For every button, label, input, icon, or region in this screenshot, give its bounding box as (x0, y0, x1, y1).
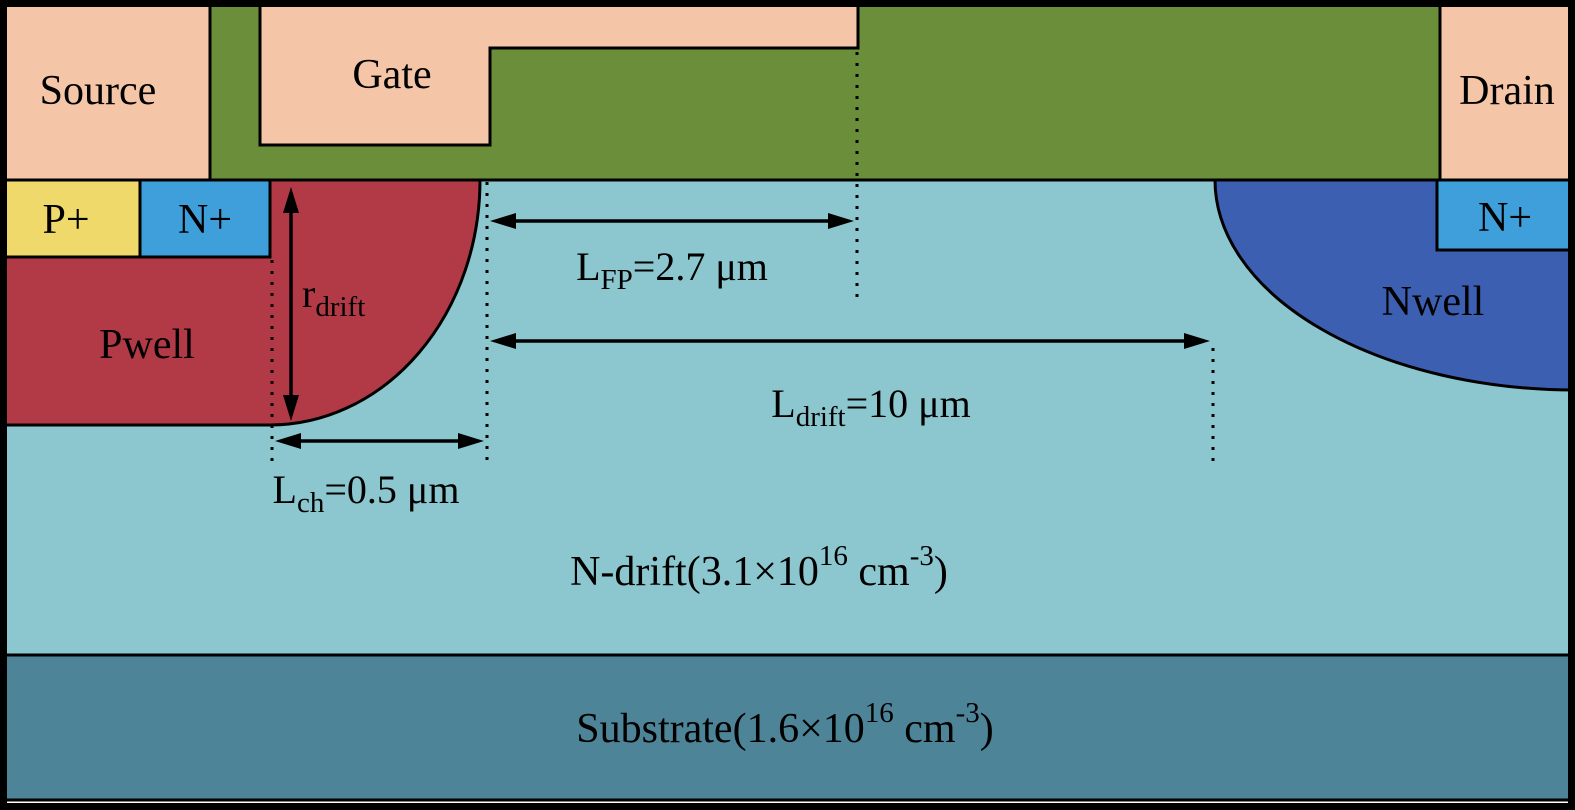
p-plus-label: P+ (42, 197, 89, 243)
gate-electrode (258, 0, 860, 147)
r-drift-arrow (283, 187, 299, 421)
arrow-left-icon (490, 213, 516, 229)
source-label: Source (40, 68, 157, 114)
l-drift-arrow (490, 333, 1210, 349)
l-fp-arrow (490, 213, 854, 229)
l-ch-arrow (275, 433, 484, 449)
drain-label: Drain (1459, 68, 1555, 114)
l-drift-label: Ldrift=10 μm (771, 381, 971, 433)
arrow-right-icon (828, 213, 854, 229)
arrow-right-icon (458, 433, 484, 449)
arrow-left-icon (490, 333, 516, 349)
arrow-left-icon (275, 433, 301, 449)
arrow-up-icon (283, 187, 299, 213)
r-drift-label: rdrift (302, 271, 365, 323)
source-contact (0, 0, 212, 182)
substrate-doping-label: Substrate(1.6×1016 cm-3) (576, 697, 993, 752)
drain-contact (1438, 0, 1575, 182)
pwell-label: Pwell (99, 322, 195, 368)
nwell-label: Nwell (1382, 279, 1485, 325)
n-plus-drain-label: N+ (1478, 195, 1532, 241)
arrow-right-icon (1184, 333, 1210, 349)
gate-label: Gate (352, 52, 431, 98)
n-plus-source-label: N+ (178, 197, 232, 243)
n-drift-doping-label: N-drift(3.1×1016 cm-3) (570, 540, 948, 595)
l-fp-label: LFP=2.7 μm (576, 244, 768, 296)
n-plus-source-region (138, 178, 272, 259)
substrate-region (0, 653, 1575, 802)
l-ch-label: Lch=0.5 μm (273, 467, 460, 519)
arrow-down-icon (283, 395, 299, 421)
